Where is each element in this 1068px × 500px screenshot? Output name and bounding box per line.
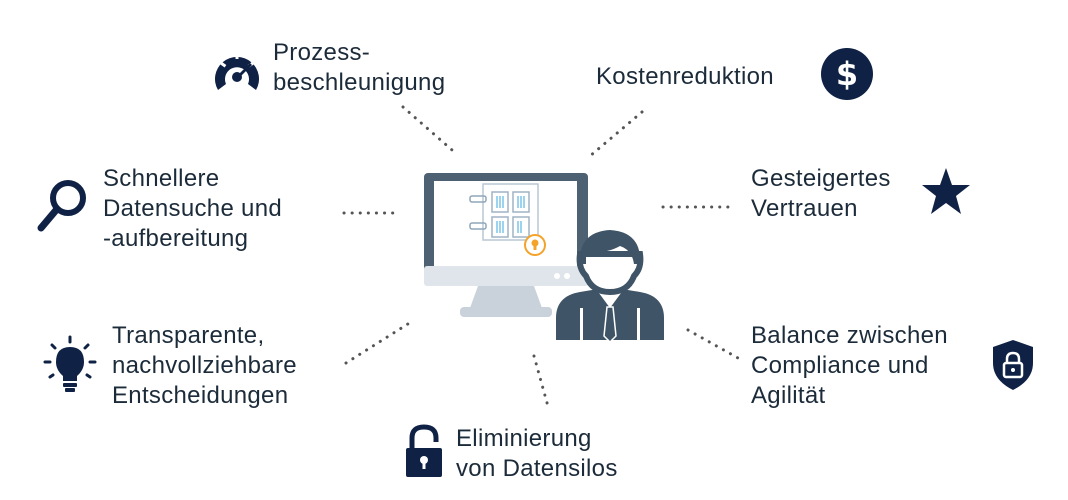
padlock-icon [406,424,442,477]
person-icon [556,230,664,344]
label-cost-line1: Kostenreduktion [596,63,774,90]
connector-silos [532,354,551,412]
svg-text:$: $ [836,55,858,93]
label-trust-line1: Gesteigertes [751,165,891,192]
label-transparency-line2: nachvollziehbare [112,352,297,379]
lightbulb-icon [43,335,97,392]
label-transparency-line1: Transparente, [112,322,265,349]
label-transparency-line3: Entscheidungen [112,382,289,409]
dollar-icon: $ [821,48,873,100]
screen-bulb-badge [524,234,546,256]
magnifier-icon [37,180,86,232]
screen-flowchart [469,183,539,241]
label-silos-line2: von Datensilos [456,455,618,482]
label-process-line1: Prozess- [273,39,371,66]
label-process-line2: beschleunigung [273,69,446,96]
label-transparency: Transparente, nachvollziehbare Entscheid… [112,321,297,411]
computer-user-illustration [424,173,664,344]
label-trust: Gesteigertes Vertrauen [751,164,891,224]
label-search-line1: Schnellere [103,165,220,192]
connector-cost [588,110,644,158]
connector-compliance [686,328,740,360]
label-process: Prozess- beschleunigung [273,38,445,98]
label-compliance-line1: Balance zwischen [751,322,948,349]
monitor-icon [424,173,588,317]
connector-process [401,105,454,152]
star-icon [922,168,970,214]
connector-transparency [344,320,413,365]
label-compliance-line2: Compliance und [751,352,929,379]
label-trust-line2: Vertrauen [751,195,858,222]
shield-lock-icon [993,340,1033,390]
speedometer-icon [215,53,259,90]
label-silos: Eliminierung von Datensilos [456,424,618,484]
label-cost: Kostenreduktion [596,62,774,92]
label-silos-line1: Eliminierung [456,425,592,452]
label-search: Schnellere Datensuche und -aufbereitung [103,164,282,254]
label-search-line3: -aufbereitung [103,225,249,252]
label-search-line2: Datensuche und [103,195,282,222]
label-compliance: Balance zwischen Compliance und Agilität [751,321,948,411]
label-compliance-line3: Agilität [751,382,826,409]
